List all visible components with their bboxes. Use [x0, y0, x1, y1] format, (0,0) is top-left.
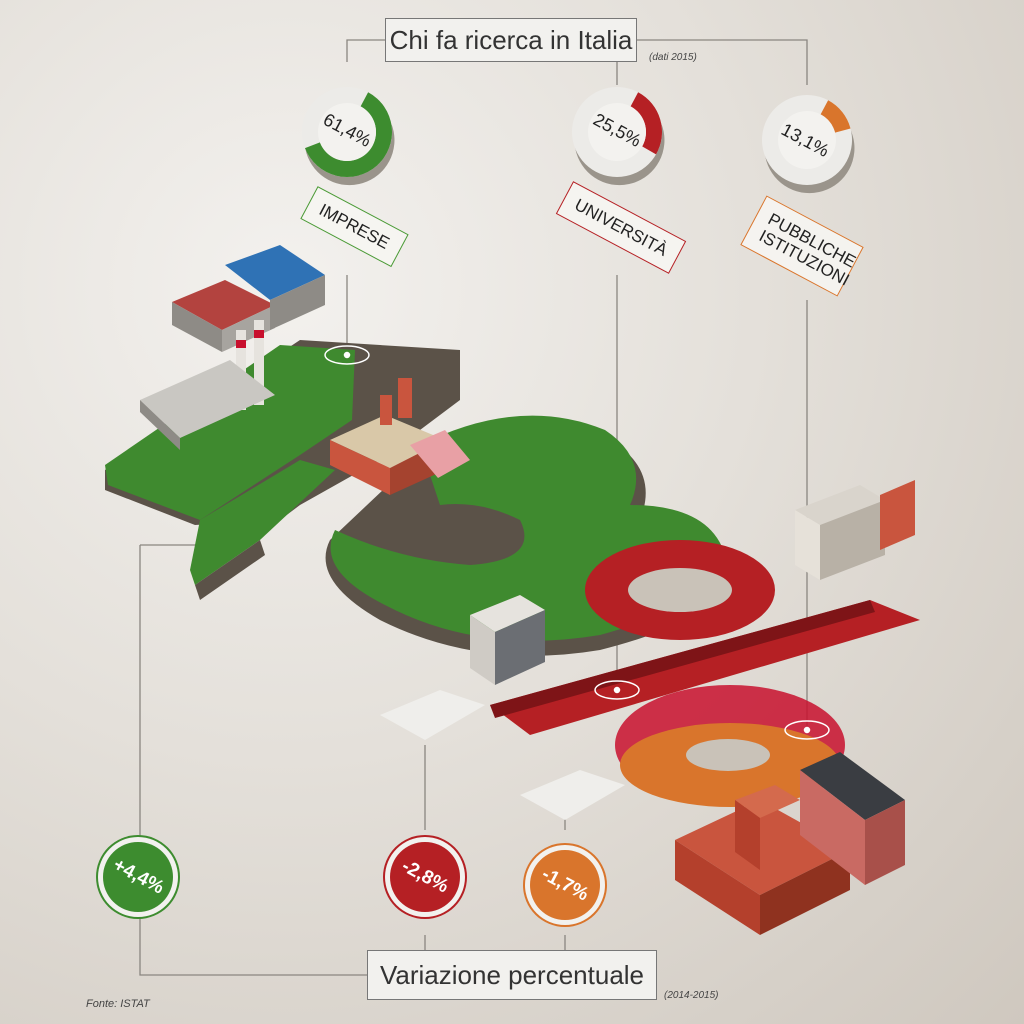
variation-badge-istituzioni: -1,7%	[530, 850, 600, 920]
variation-title: Variazione percentuale	[367, 950, 657, 1000]
variation-badge-imprese: +4,4%	[103, 842, 173, 912]
title-note: (dati 2015)	[649, 52, 697, 63]
buildings	[140, 245, 915, 935]
pin-markers	[324, 345, 830, 740]
source-note: Fonte: ISTAT	[86, 998, 150, 1010]
tile-markers	[380, 690, 625, 820]
donut-hole-imprese	[318, 103, 376, 161]
donut-istituzioni	[762, 95, 855, 194]
chart-title: Chi fa ricerca in Italia	[385, 18, 637, 62]
donut-hole-universita	[588, 103, 646, 161]
donut-hole-istituzioni	[778, 111, 836, 169]
donut-slice-istituzioni	[820, 100, 851, 133]
share-donuts	[302, 87, 855, 194]
variation-badge-universita: -2,8%	[390, 842, 460, 912]
donut-imprese	[302, 87, 395, 186]
donut-universita	[572, 87, 665, 186]
donut-slice-imprese	[304, 92, 393, 178]
donut-slice-universita	[630, 92, 662, 155]
percent-sign-13	[105, 340, 920, 807]
period-note: (2014-2015)	[664, 990, 719, 1001]
